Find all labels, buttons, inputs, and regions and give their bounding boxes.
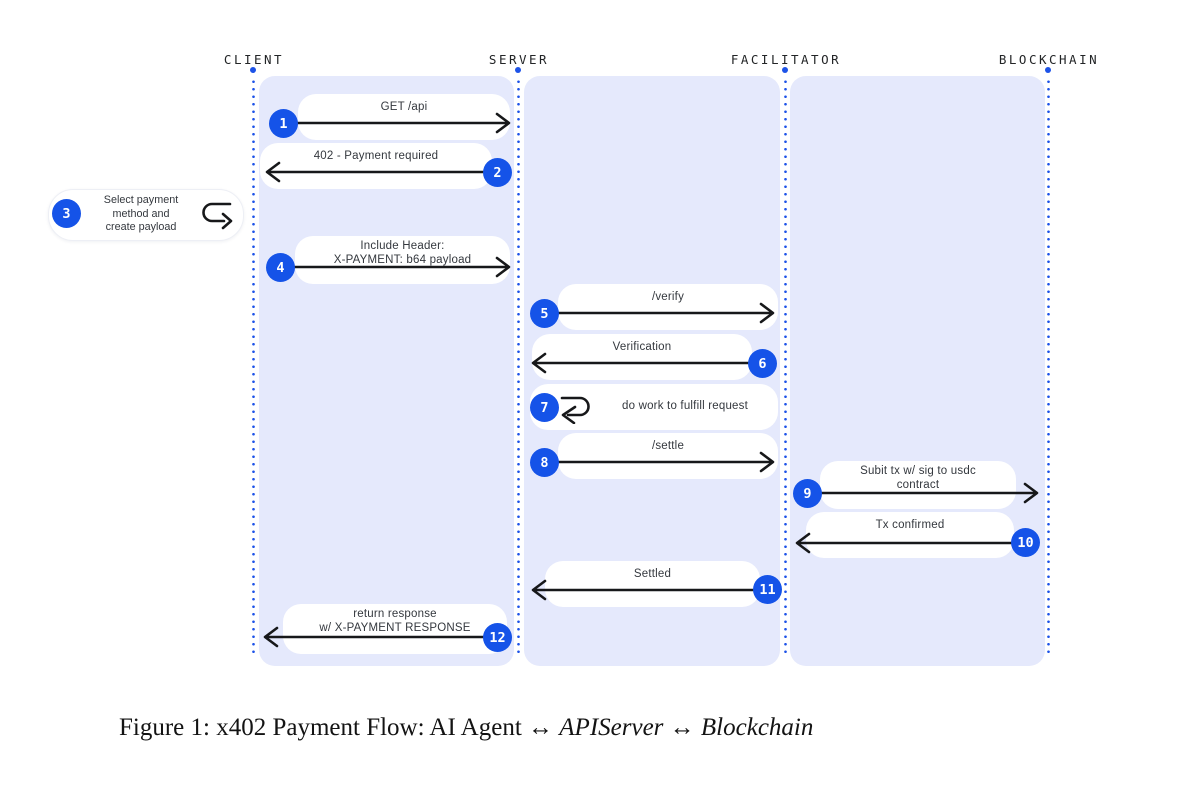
lifeline-header-blockchain: BLOCKCHAIN (998, 52, 1100, 67)
arrow-step-2 (262, 159, 502, 185)
lifeline-client (252, 78, 255, 656)
message-bubble (260, 143, 492, 189)
lifeline-header-client: CLIENT (223, 52, 285, 67)
arrow-step-8 (538, 449, 778, 475)
caption-text: ↔ (663, 714, 701, 741)
message-bubble (806, 512, 1014, 558)
step-number-badge: 10 (1011, 528, 1040, 557)
lifeline-anchor-dot (782, 67, 788, 73)
message-label: Include Header: X-PAYMENT: b64 payload (333, 240, 472, 266)
arrow-step-6 (528, 350, 768, 376)
message-label: Subit tx w/ sig to usdc contract (860, 465, 976, 491)
message-bubble (820, 461, 1016, 509)
arrow-step-9 (800, 480, 1042, 506)
step-number-badge: 7 (530, 393, 559, 422)
step-number-badge: 12 (483, 623, 512, 652)
step-number-badge: 3 (52, 199, 81, 228)
message-bubble (295, 236, 510, 284)
lifeline-anchor-dot (250, 67, 256, 73)
message-label: GET /api (380, 101, 428, 113)
step-number-badge: 9 (793, 479, 822, 508)
message-label: do work to fulfill request (621, 400, 748, 412)
lifeline-server (517, 78, 520, 656)
lifeline-header-server: SERVER (488, 52, 550, 67)
message-bubble (283, 604, 507, 654)
arrow-step-12 (260, 624, 502, 650)
message-label: Settled (633, 568, 672, 580)
arrow-step-5 (538, 300, 778, 326)
lifeline-anchor-dot (515, 67, 521, 73)
message-bubble (545, 561, 760, 607)
step-number-badge: 5 (530, 299, 559, 328)
message-label: /settle (651, 440, 685, 452)
message-label: return response w/ X-PAYMENT RESPONSE (319, 608, 471, 634)
figure-caption: Figure 1: x402 Payment Flow: AI Agent ↔ … (119, 714, 813, 742)
message-label: Tx confirmed (875, 519, 945, 531)
message-label: Select payment method and create payload (103, 194, 179, 233)
arrow-step-1 (276, 110, 514, 136)
caption-text-italic: Blockchain (700, 714, 814, 741)
arrow-step-4 (276, 254, 514, 280)
message-label: Verification (612, 341, 672, 353)
step-number-badge: 11 (753, 575, 782, 604)
u-turn-arrow-right-icon (202, 202, 233, 230)
step-number-badge: 8 (530, 448, 559, 477)
arrow-step-10 (792, 530, 1032, 556)
lifeline-facilitator (784, 78, 787, 656)
step-number-badge: 6 (748, 349, 777, 378)
message-bubble (558, 433, 778, 479)
step-number-badge: 2 (483, 158, 512, 187)
message-label: /verify (651, 291, 685, 303)
message-bubble (558, 284, 778, 330)
step-number-badge: 1 (269, 109, 298, 138)
message-bubble (298, 94, 510, 140)
message-label: 402 - Payment required (313, 150, 439, 162)
lifeline-anchor-dot (1045, 67, 1051, 73)
lifeline-header-facilitator: FACILITATOR (730, 52, 842, 67)
arrow-step-11 (528, 577, 772, 603)
step-number-badge: 4 (266, 253, 295, 282)
caption-text-italic: APIServer (559, 714, 664, 741)
caption-text: Figure 1: x402 Payment Flow: AI Agent ↔ (119, 714, 560, 741)
u-turn-arrow-left-icon (560, 396, 590, 424)
lane-panel-facilitator-blockchain (790, 76, 1045, 666)
lifeline-blockchain (1047, 78, 1050, 656)
message-bubble (532, 334, 752, 380)
